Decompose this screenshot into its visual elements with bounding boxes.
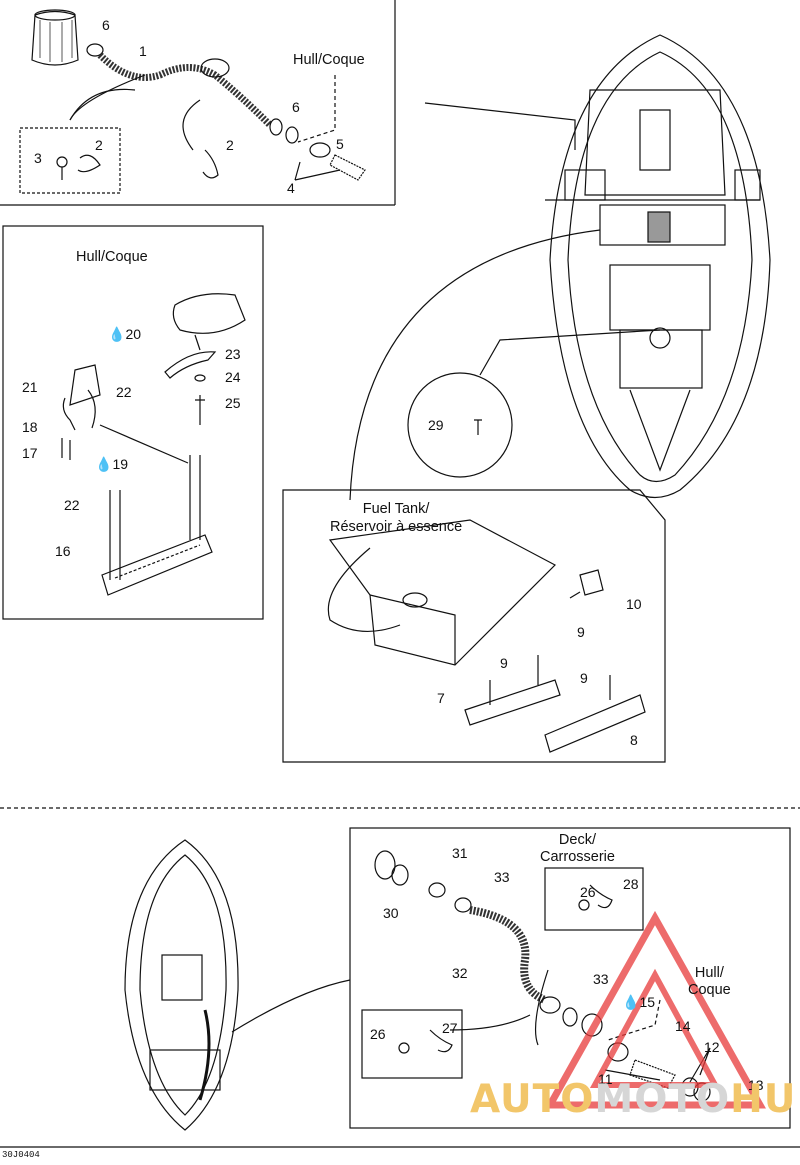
callout-22: 22 [116,384,132,400]
callout-6: 6 [102,17,110,33]
watermark-text: AUTOMOTOHUB [470,1080,800,1120]
screw-29 [474,419,482,435]
callout-26: 26 [580,884,596,900]
callout-15-number: 15 [639,994,656,1010]
fuel-tank-label-line-2: Réservoir à essence [330,519,463,535]
callout-17: 17 [22,445,38,461]
hull-label: Hull/Coque [293,52,365,68]
callout-28: 28 [623,876,639,892]
callout-30: 30 [383,905,399,921]
fuel-tank-drawing [327,519,646,753]
deck-label: Deck/ Carrosserie [540,832,615,866]
callout-27: 27 [442,1020,458,1036]
callout-29: 29 [428,417,444,433]
callout-12: 12 [704,1039,720,1055]
fuel-tank-label: Fuel Tank/ Réservoir à essence [330,500,462,536]
callout-1: 1 [139,43,147,59]
callout-6: 6 [292,99,300,115]
callout-9: 9 [500,655,508,671]
watermark-triangle [544,910,766,1109]
callout-8: 8 [630,732,638,748]
callout-18: 18 [22,419,38,435]
callout-7: 7 [437,690,445,706]
callout-23: 23 [225,346,241,362]
callout-9: 9 [577,624,585,640]
vent-hose-drawing [374,850,711,1102]
callout-5: 5 [336,136,344,152]
callout-10: 10 [626,596,642,612]
fuel-tank-label-line-1: Fuel Tank/ [362,501,430,517]
hull-label-line-2: Coque [688,982,731,998]
watermark-moto: MOTO [594,1077,731,1122]
callout-33: 33 [494,869,510,885]
hull-label: Hull/ Coque [688,965,731,999]
deck-top-view [124,839,351,1131]
detail-circle-29 [407,372,513,478]
callout-13: 13 [748,1077,764,1093]
callout-4: 4 [287,180,295,196]
hull-label-line-1: Hull/ [694,965,724,981]
callout-9: 9 [580,670,588,686]
callout-2: 2 [95,137,103,153]
callout-20: 💧20 [108,326,142,342]
hull-label: Hull/Coque [76,249,148,265]
drawing-code: 30J0404 [2,1150,40,1160]
callout-21: 21 [22,379,38,395]
callout-32: 32 [452,965,468,981]
callout-24: 24 [225,369,241,385]
callout-19-number: 19 [112,456,129,472]
callout-31: 31 [452,845,468,861]
callout-22: 22 [64,497,80,513]
watermark-auto: AUTO [470,1077,595,1122]
callout-26: 26 [370,1026,386,1042]
callout-33: 33 [593,971,609,987]
callout-25: 25 [225,395,241,411]
deck-label-line-2: Carrosserie [540,849,615,865]
deck-label-line-1: Deck/ [558,832,596,848]
bilge-pump-drawing [31,9,366,181]
callout-14: 14 [675,1018,691,1034]
callout-11: 11 [598,1071,613,1087]
callout-19: 💧19 [95,456,129,472]
callout-2: 2 [226,137,234,153]
bracket-assembly-drawing [61,293,246,596]
callout-20-number: 20 [125,326,142,342]
hull-top-view [349,34,771,501]
watermark-hub: HUB [730,1077,800,1122]
callout-15: 💧15 [622,994,656,1010]
callout-3: 3 [34,150,42,166]
callout-16: 16 [55,543,71,559]
